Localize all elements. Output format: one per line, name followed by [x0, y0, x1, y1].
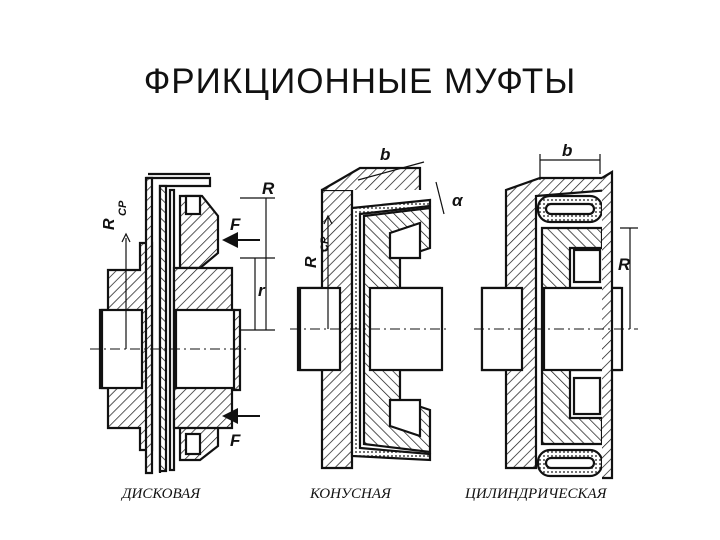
disc-label-r-inner: r [258, 281, 266, 300]
disc-label-rcp: R [101, 218, 118, 230]
friction-couplings-drawing: R CP R r F F b α R CP [90, 141, 638, 480]
cone-label-b: b [380, 145, 390, 164]
disc-housing [144, 176, 154, 475]
disc-label-f-top: F [230, 215, 241, 234]
cone-label-rcp-sub: CP [319, 236, 331, 252]
cone-label-rcp: R [303, 256, 320, 268]
cyl-label-r: R [618, 255, 631, 274]
cone-coupling [290, 161, 450, 470]
caption-disc: ДИСКОВАЯ [122, 486, 201, 502]
cone-lining [350, 198, 432, 462]
cone-label-alpha: α [452, 191, 464, 210]
disc-label-r-outer: R [262, 179, 275, 198]
caption-cylinder: ЦИЛИНДРИЧЕСКАЯ [465, 486, 607, 502]
disc-coupling [90, 172, 275, 475]
cylindrical-coupling [474, 154, 638, 480]
disc-label-f-bottom: F [230, 431, 241, 450]
disc-plate [158, 184, 168, 473]
disc-label-rcp-sub: CP [117, 200, 129, 216]
cyl-label-b: b [562, 141, 572, 160]
slide-title: ФРИКЦИОННЫЕ МУФТЫ [143, 62, 577, 101]
caption-cone: КОНУСНАЯ [310, 486, 391, 502]
